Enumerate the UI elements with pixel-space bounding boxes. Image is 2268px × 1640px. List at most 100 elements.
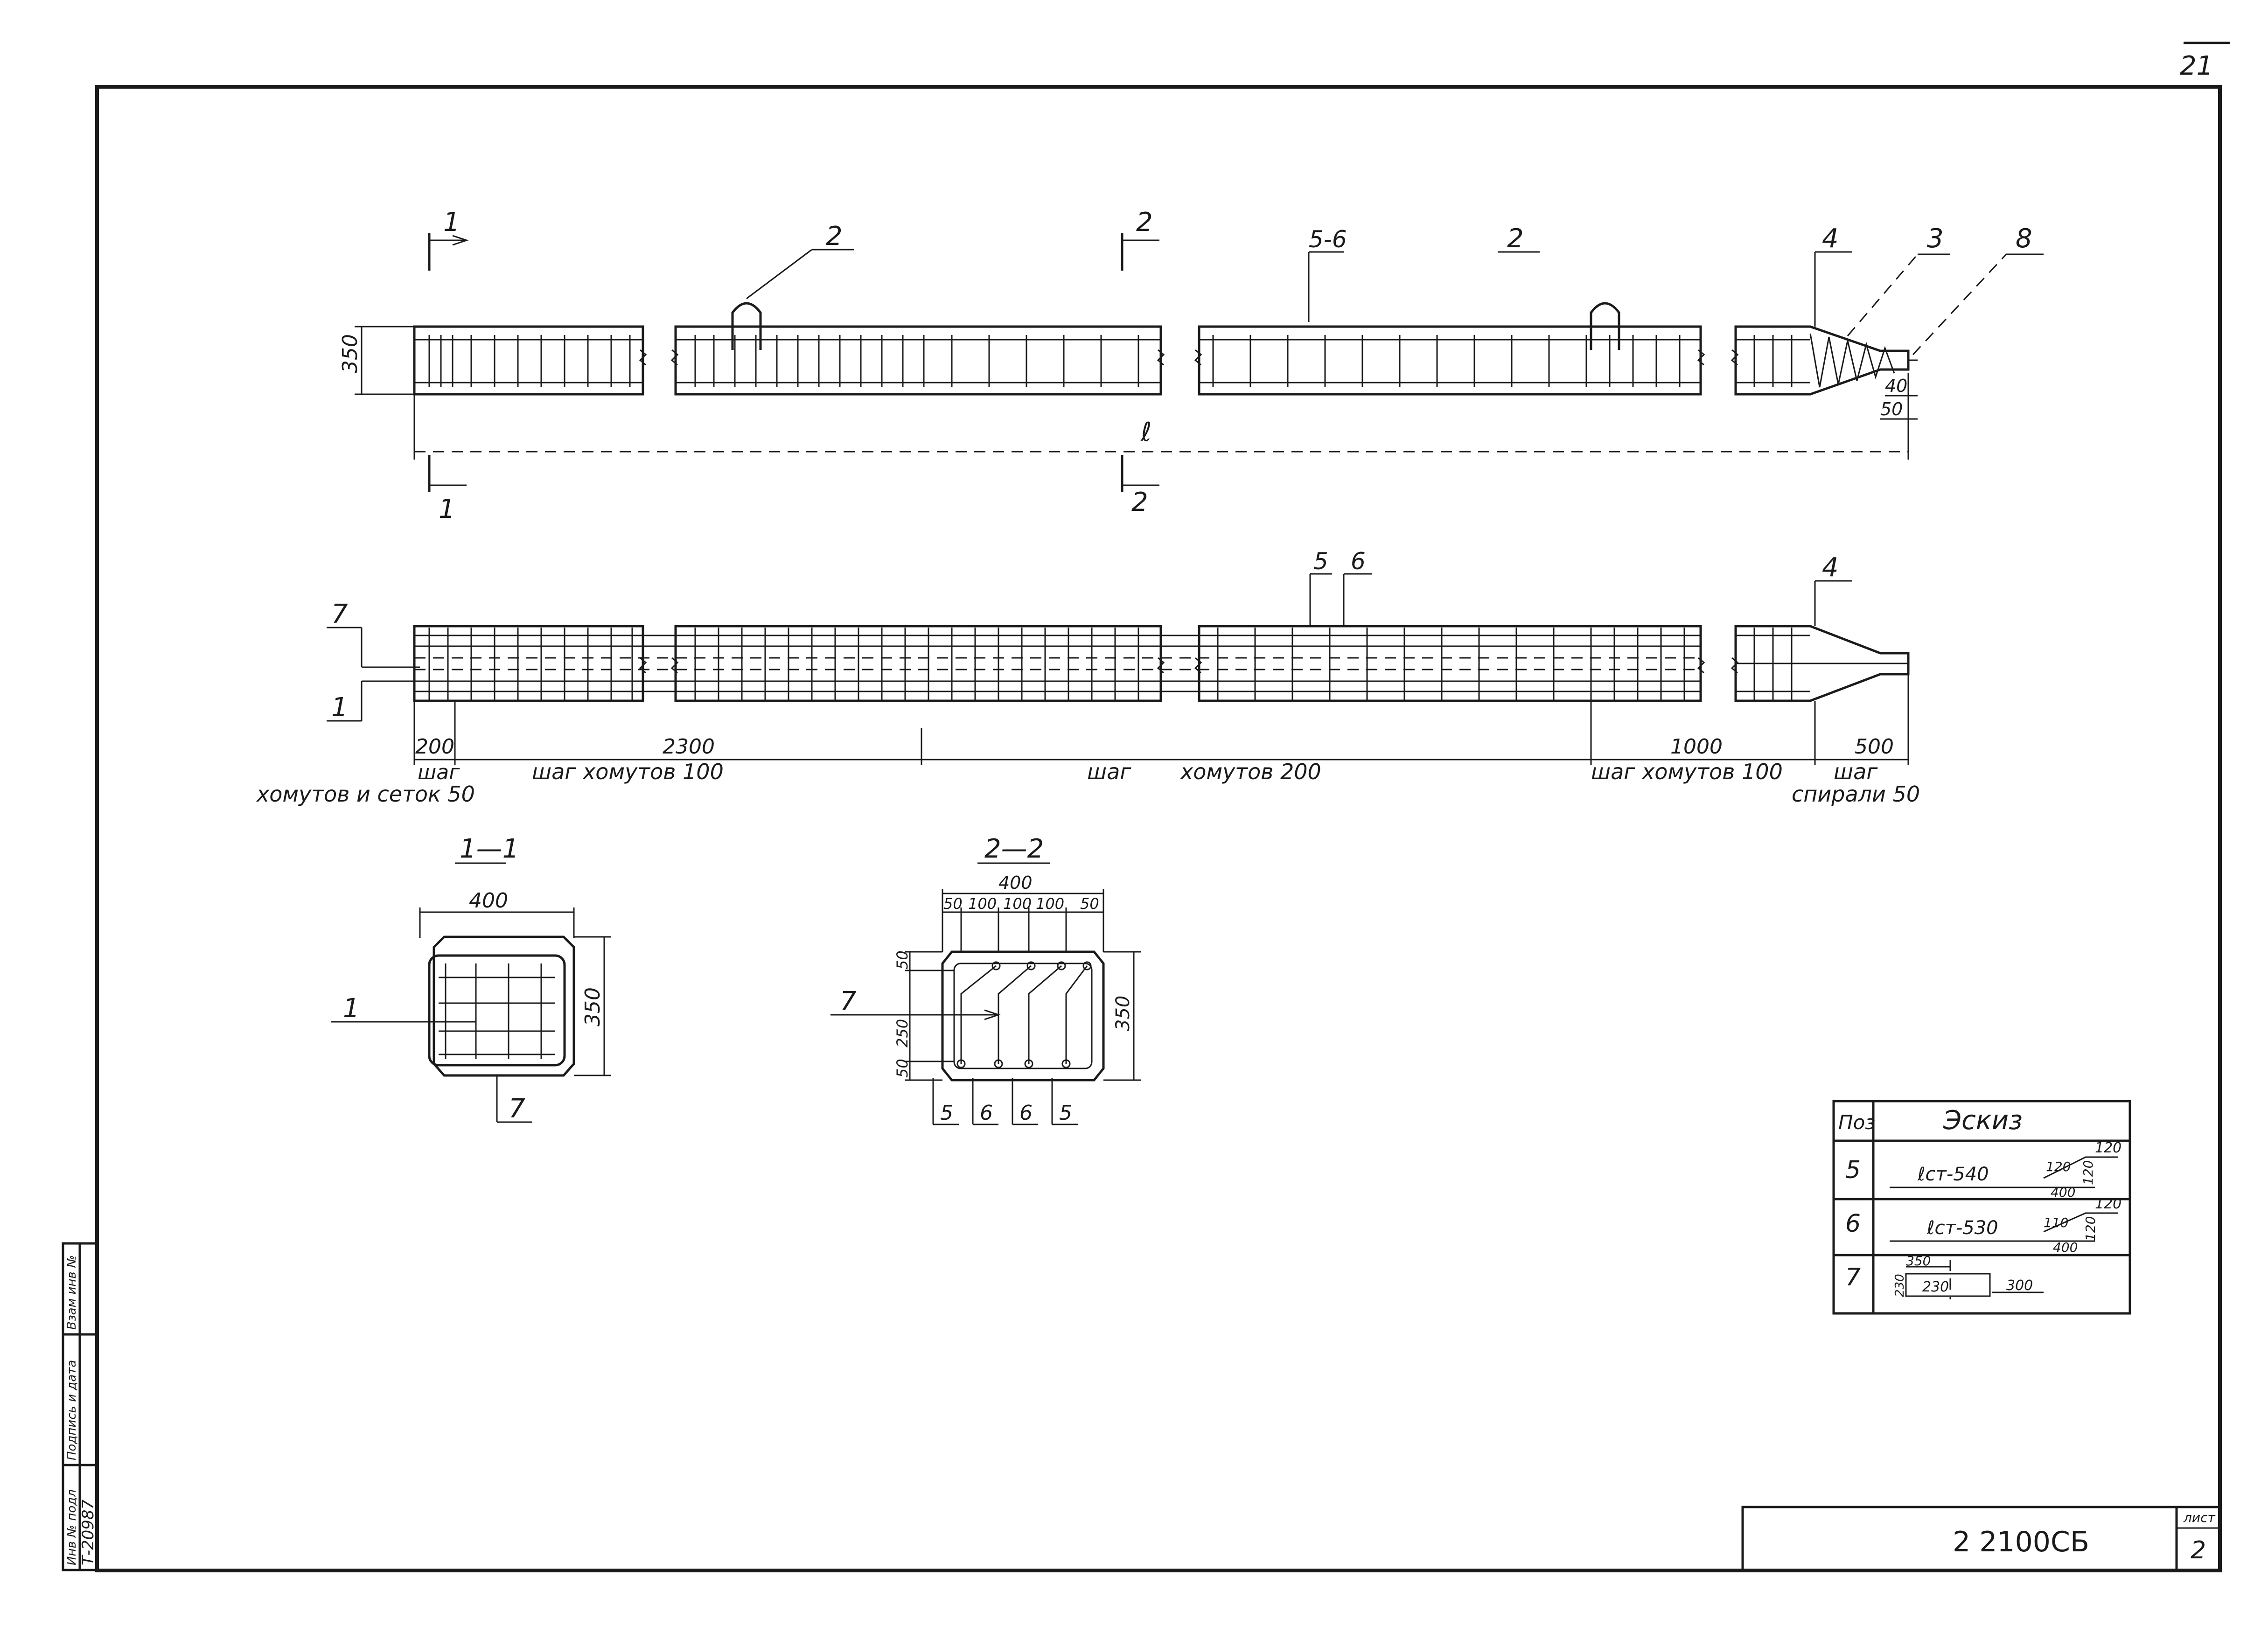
elevation-segment-2: [674, 325, 1162, 396]
svg-text:2: 2: [826, 221, 843, 251]
dim-1000: 1000: [1670, 735, 1723, 759]
plan-dimension-chain: 200 2300 1000 500 шаг хомутов и сеток 50…: [256, 674, 1920, 807]
plan-stirrups: [428, 628, 1793, 700]
table-row-5-pos: 5: [1845, 1156, 1861, 1184]
elevation-stirrups-3: [1212, 335, 1681, 387]
svg-text:230: 230: [1922, 1279, 1949, 1295]
svg-text:2: 2: [1131, 487, 1148, 517]
svg-text:6: 6: [1019, 1101, 1033, 1125]
svg-text:100: 100: [1036, 895, 1064, 913]
svg-text:5: 5: [1313, 548, 1328, 575]
section-1-1-mesh: [439, 963, 555, 1059]
length-symbol: ℓ: [1140, 417, 1151, 447]
svg-text:4: 4: [1822, 223, 1839, 254]
plan-longitudinal-bars: [414, 635, 1908, 692]
svg-text:ℓст-530: ℓст-530: [1926, 1217, 1998, 1239]
table-row-7-pos: 7: [1845, 1263, 1861, 1291]
svg-text:шаг: шаг: [418, 761, 460, 784]
section-1-1: 1—1 400 350 1 7: [331, 834, 611, 1124]
dim-2300: 2300: [663, 735, 715, 759]
corner-sheet-number: 21: [2180, 51, 2213, 81]
drawing-frame: [95, 85, 2222, 1572]
elevation-callouts: 2 5-6 2 4 3 8 40 50: [746, 221, 2044, 420]
plan-callouts: 7 1 5 6 4: [327, 548, 1852, 723]
svg-text:спирали 50: спирали 50: [1792, 782, 1920, 807]
side-stamp: Инв № подл Подпись и дата Взам инв № Т-2…: [62, 1242, 98, 1571]
plan-segment-3: [1198, 625, 1702, 702]
svg-text:250: 250: [893, 1019, 911, 1047]
plan-segment-1: [413, 625, 644, 702]
svg-text:хомутов и сеток 50: хомутов и сеток 50: [256, 782, 475, 807]
height-dim-text: 350: [338, 334, 362, 373]
svg-text:120: 120: [2095, 1196, 2121, 1212]
section-2-2-height: 350: [1112, 996, 1134, 1031]
svg-text:230: 230: [1893, 1274, 1907, 1297]
svg-text:Подпись и дата: Подпись и дата: [65, 1360, 79, 1460]
cut-marker-2: 2 2: [1121, 207, 1159, 517]
elevation-stirrups-1: [428, 335, 631, 387]
lifting-loop-1: [731, 302, 762, 350]
section-1-1-title: 1—1: [460, 834, 519, 864]
svg-text:шаг: шаг: [1087, 759, 1131, 784]
elevation-tip-segment: [1734, 325, 1910, 396]
elevation-segment-3: [1198, 325, 1702, 396]
break-mark: [639, 349, 647, 366]
svg-text:8: 8: [2016, 223, 2032, 254]
drawing-code: 2 2100СБ: [1953, 1526, 2089, 1558]
svg-text:120: 120: [2046, 1159, 2071, 1174]
svg-text:120: 120: [2095, 1140, 2121, 1156]
section-2-2-width: 400: [998, 872, 1033, 893]
svg-text:6: 6: [980, 1101, 993, 1125]
svg-text:7: 7: [509, 1094, 525, 1124]
elevation-stirrups-2: [694, 335, 1139, 387]
svg-text:120: 120: [2080, 1160, 2096, 1185]
section-1-1-width: 400: [469, 889, 508, 913]
svg-text:4: 4: [1822, 552, 1839, 583]
svg-text:110: 110: [2044, 1215, 2068, 1230]
svg-text:шаг хомутов 100: шаг хомутов 100: [1591, 759, 1783, 784]
dim-500: 500: [1855, 735, 1894, 759]
section-2-2-title: 2—2: [984, 834, 1044, 864]
cut-marker-1: 1 1: [428, 207, 469, 524]
dim-200: 200: [415, 735, 454, 759]
table-header-pos: Поз: [1838, 1111, 1876, 1134]
plan-view: 7 1 5 6 4 200 2300 1000 500 шаг хомутов …: [256, 548, 1920, 807]
svg-text:7: 7: [840, 986, 857, 1017]
svg-text:1: 1: [331, 692, 348, 723]
svg-text:1: 1: [439, 494, 455, 524]
svg-text:100: 100: [1003, 895, 1032, 913]
tip-dim-40: 40: [1885, 376, 1907, 396]
svg-text:350: 350: [1906, 1253, 1931, 1269]
svg-text:3: 3: [1927, 223, 1944, 254]
section-2-2: 2—2 400 50 100 100 100 50: [830, 834, 1141, 1125]
section-2-2-outline: [941, 950, 1105, 1082]
svg-text:400: 400: [2053, 1240, 2078, 1255]
svg-text:50: 50: [893, 1059, 911, 1078]
elevation-view: 350 ℓ 1 1 2 2 2 5-6: [338, 207, 2044, 524]
svg-text:шаг: шаг: [1834, 759, 1878, 784]
svg-text:7: 7: [331, 599, 348, 629]
table-header-sketch: Эскиз: [1943, 1105, 2023, 1136]
elevation-segment-1: [413, 325, 644, 396]
svg-text:100: 100: [968, 895, 997, 913]
sheet-value: 2: [2191, 1536, 2206, 1564]
svg-text:хомутов 200: хомутов 200: [1179, 759, 1321, 784]
section-1-1-height: 350: [581, 987, 605, 1026]
spiral-reinforcement: [1809, 333, 1895, 388]
sheet-label: лист: [2183, 1510, 2215, 1525]
svg-text:ℓст-540: ℓст-540: [1917, 1164, 1989, 1185]
title-block: 2 2100СБ лист 2: [1741, 1506, 2221, 1572]
svg-text:шаг хомутов 100: шаг хомутов 100: [532, 759, 724, 784]
svg-text:Инв № подл: Инв № подл: [65, 1489, 79, 1565]
svg-text:2: 2: [1136, 207, 1153, 237]
section-2-2-meshes: [956, 961, 1092, 1068]
svg-text:50: 50: [1080, 895, 1099, 913]
svg-text:Взам инв №: Взам инв №: [65, 1255, 79, 1330]
svg-text:1: 1: [343, 993, 360, 1024]
svg-text:5: 5: [940, 1101, 953, 1125]
lifting-loop-2: [1590, 302, 1620, 350]
svg-text:6: 6: [1351, 548, 1366, 575]
stamp-value: Т-20987: [79, 1499, 98, 1565]
section-1-1-outline: [433, 935, 575, 1077]
